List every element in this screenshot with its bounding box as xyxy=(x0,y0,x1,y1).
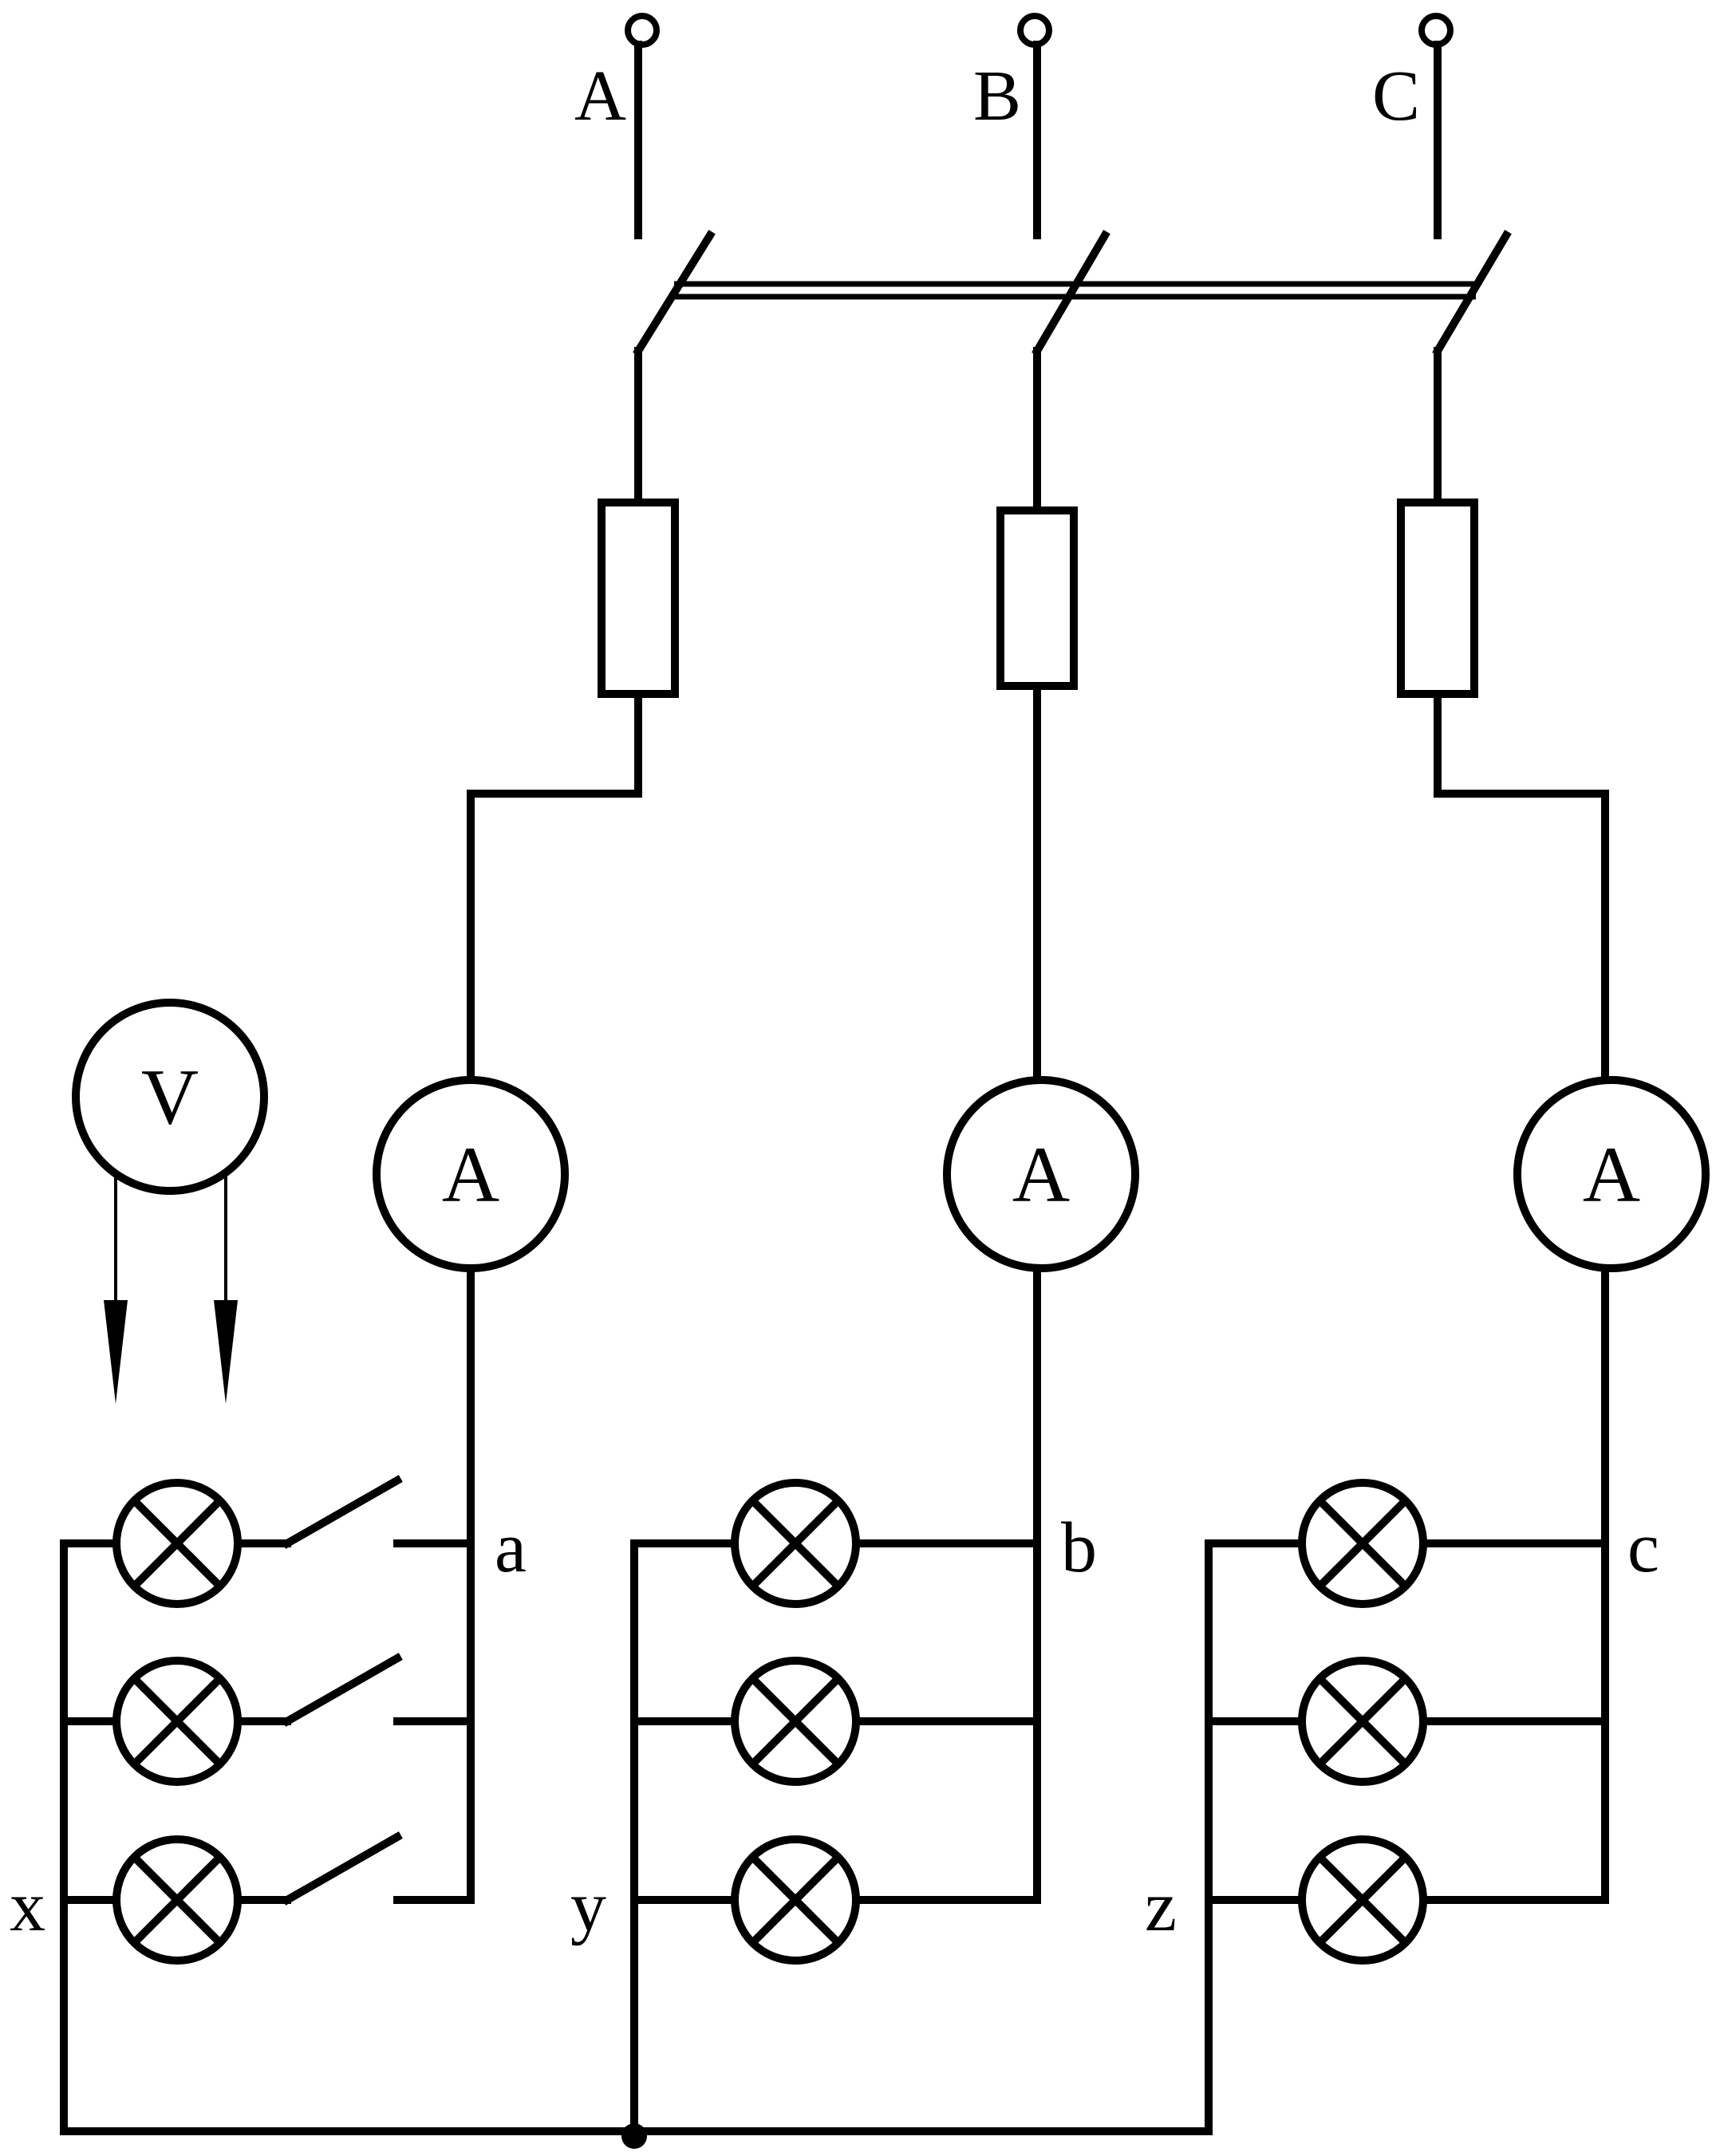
voltmeter-symbol: V xyxy=(141,1053,199,1141)
ammeter-B-symbol: A xyxy=(1012,1130,1070,1219)
lamps xyxy=(112,1479,1427,1965)
node-label-y: y xyxy=(570,1867,606,1946)
node-label-a: a xyxy=(495,1508,527,1587)
neutral-junction-dot xyxy=(621,2123,647,2149)
node-label-c: c xyxy=(1627,1508,1659,1587)
lamp-icon xyxy=(1298,1835,1427,1965)
fuse-A xyxy=(598,499,679,698)
voltmeter-probe-arrow-left xyxy=(104,1300,128,1404)
voltmeter: V xyxy=(72,999,268,1404)
lamp-group-c xyxy=(1205,1264,1609,2135)
lamp-icon xyxy=(1298,1479,1427,1608)
lamp-icon xyxy=(112,1479,242,1608)
ammeter-C-symbol: A xyxy=(1583,1130,1640,1219)
terminal-label-A: A xyxy=(574,57,626,136)
lamp-icon xyxy=(731,1835,860,1965)
ammeter-B: A xyxy=(943,1076,1139,1272)
phase-B-wire xyxy=(996,347,1078,1081)
node-label-x: x xyxy=(10,1867,45,1946)
phase-C-wire xyxy=(1397,347,1609,1081)
fuse-B xyxy=(996,506,1078,690)
lamp-icon xyxy=(731,1479,860,1608)
phase-A-wire xyxy=(467,347,679,1081)
lamp-icon xyxy=(1298,1657,1427,1786)
three-pole-switch xyxy=(633,230,1512,357)
lamp-icon xyxy=(112,1835,242,1965)
terminal-C xyxy=(1418,13,1454,239)
neutral-bus xyxy=(60,2123,1213,2149)
voltmeter-probe-arrow-right xyxy=(214,1300,238,1404)
lamp-group-a xyxy=(60,1264,475,2135)
terminal-label-B: B xyxy=(973,57,1021,136)
lamp-group-b xyxy=(630,1264,1041,2135)
terminal-B xyxy=(1017,13,1052,239)
lamp-icon xyxy=(112,1657,242,1786)
ammeter-A: A xyxy=(373,1076,569,1272)
terminal-A xyxy=(625,13,660,239)
ammeter-A-symbol: A xyxy=(442,1130,499,1219)
fuse-C xyxy=(1397,499,1478,698)
lamp-icon xyxy=(731,1657,860,1786)
ammeter-C: A xyxy=(1513,1076,1710,1272)
node-label-b: b xyxy=(1061,1508,1097,1587)
terminal-label-C: C xyxy=(1372,57,1420,136)
node-label-z: z xyxy=(1145,1867,1177,1946)
